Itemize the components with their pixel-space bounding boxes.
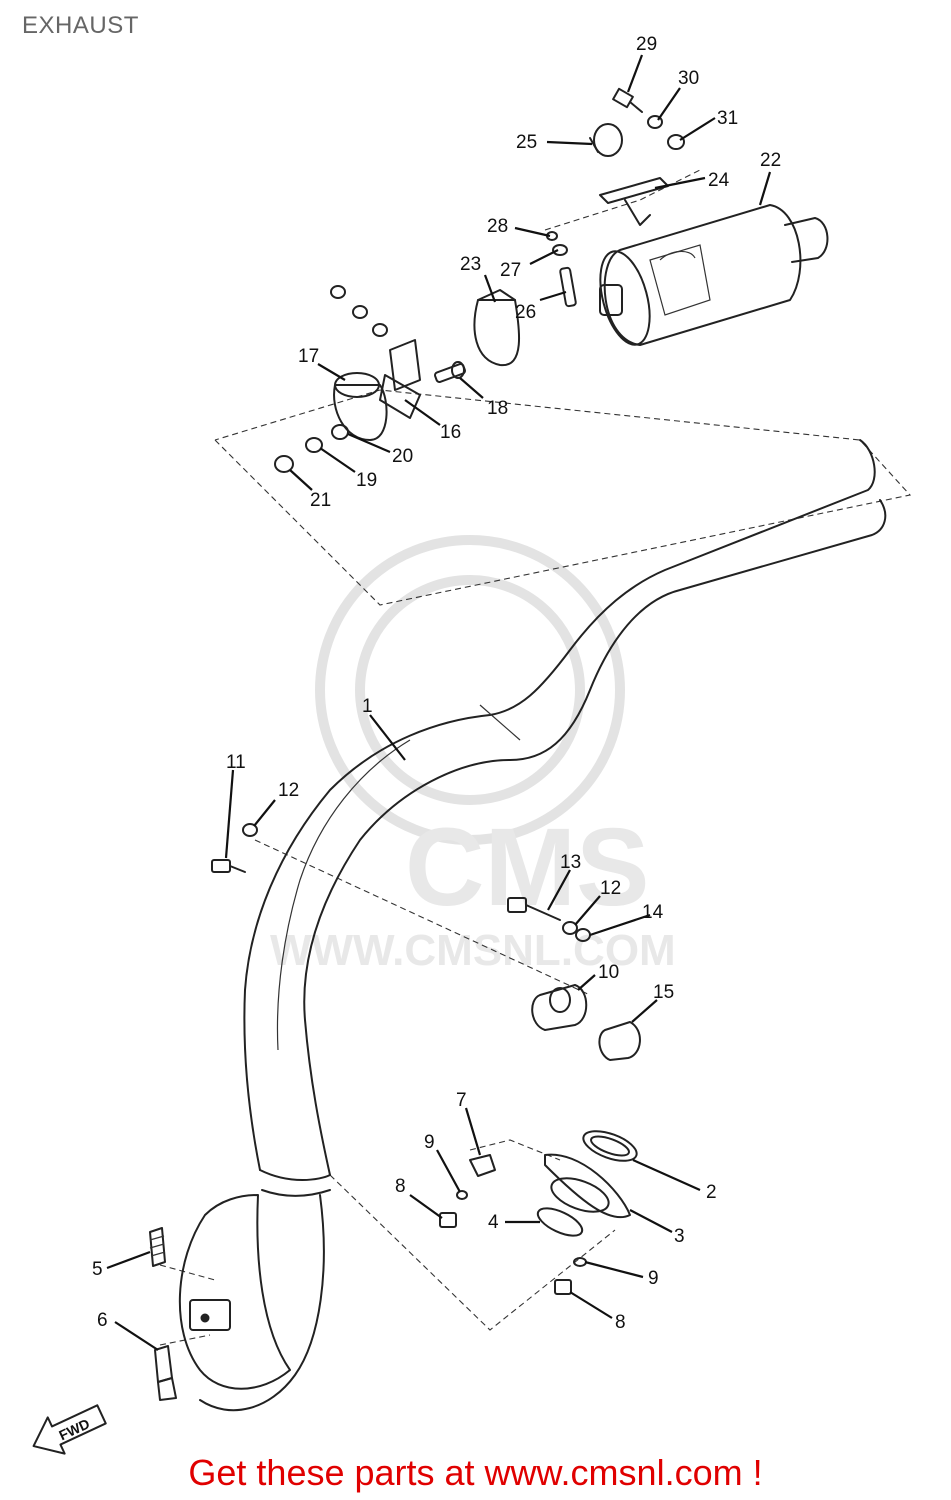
callout-23: 23 (460, 254, 481, 275)
callout-13: 13 (560, 852, 581, 873)
callout-10: 10 (598, 962, 619, 983)
callout-27: 27 (500, 260, 521, 281)
callout-15: 15 (653, 982, 674, 1003)
leader-lines (106, 54, 772, 1351)
callout-24: 24 (708, 170, 730, 191)
callout-5: 5 (92, 1259, 103, 1280)
callout-21: 21 (310, 490, 331, 511)
callout-6: 6 (97, 1310, 108, 1331)
callout-8-lower: 8 (615, 1312, 626, 1333)
callout-14: 14 (642, 902, 664, 923)
callouts: 29 30 31 25 24 22 28 27 26 23 17 16 18 2… (92, 34, 781, 1333)
callout-16: 16 (440, 422, 461, 443)
page-title: EXHAUST (22, 12, 139, 39)
exhaust-pipe (178, 439, 887, 1412)
watermark-url: WWW.CMSNL.COM (270, 926, 676, 975)
watermark-brand: CMS (405, 806, 649, 929)
callout-28: 28 (487, 216, 508, 237)
callout-9-lower: 9 (648, 1268, 659, 1289)
callout-29: 29 (636, 34, 657, 55)
muffler (599, 204, 829, 346)
callout-12-upper: 12 (278, 780, 299, 801)
callout-9-upper: 9 (424, 1132, 435, 1153)
callout-30: 30 (678, 68, 699, 89)
callout-12-lower: 12 (600, 878, 621, 899)
callout-20: 20 (392, 446, 413, 467)
callout-22: 22 (760, 150, 781, 171)
callout-18: 18 (487, 398, 508, 419)
callout-31: 31 (717, 108, 738, 129)
callout-3: 3 (674, 1226, 685, 1247)
footer-link[interactable]: Get these parts at www.cmsnl.com ! (188, 1452, 763, 1493)
callout-7: 7 (456, 1090, 467, 1111)
callout-11: 11 (226, 752, 246, 773)
assembly-guides (159, 169, 912, 1346)
callout-25: 25 (516, 132, 537, 153)
callout-17: 17 (298, 346, 319, 367)
callout-26: 26 (515, 302, 536, 323)
callout-1: 1 (362, 696, 373, 717)
callout-19: 19 (356, 470, 377, 491)
callout-2: 2 (706, 1182, 717, 1203)
callout-4: 4 (488, 1212, 499, 1233)
callout-8-upper: 8 (395, 1176, 406, 1197)
watermark: CMS WWW.CMSNL.COM (270, 535, 676, 975)
